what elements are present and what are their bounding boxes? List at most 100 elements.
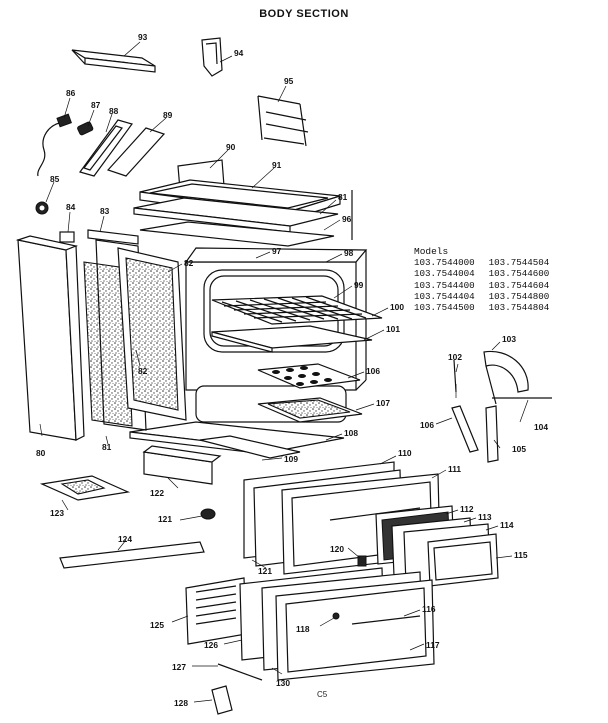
callout-87: 86 [66,88,76,98]
model-number: 103.7544000 [414,257,475,269]
part-99-oven-rack [211,295,383,325]
models-row: 103.7544500 103.7544804 [414,302,549,313]
part-87-power-cord [37,113,72,177]
callout-122: 121 [158,514,172,524]
callout-103: 103 [502,334,516,344]
part-82-inner-side [117,247,187,421]
callout-126: 125 [150,620,164,630]
model-number: 103.7544804 [488,302,550,314]
models-list: Models 103.7544000 103.7544504 103.754400… [414,246,549,313]
callout-104: 104 [534,422,548,432]
callout-95: 95 [284,76,294,86]
part-102-106-door-hinge [451,350,552,463]
part-80-side-panel [15,235,85,441]
model-number: 103.7544004 [414,268,475,280]
models-row: 103.7544004 103.7544600 [414,268,549,279]
callout-115: 114 [500,520,514,530]
callout-125: 124 [118,534,132,544]
callout-92: 91 [272,160,282,170]
callout-117: 116 [422,604,436,614]
part-84-85-brackets [59,229,139,245]
callout-98: 98 [344,248,354,258]
callout-114: 113 [478,512,492,522]
callout-94: 94 [234,48,244,58]
callout-123: 122 [150,488,164,498]
part-81-insulation [83,239,147,431]
callout-99: 99 [354,280,364,290]
callout-127: 126 [204,640,218,650]
callout-91: 90 [226,142,236,152]
callout-113: 112 [460,504,474,514]
callout-130: 130 [276,678,290,688]
callout-118: 117 [426,640,440,650]
part-89-90-panels [79,119,166,177]
models-header: Models [414,246,449,257]
part-110-bottom-strip [199,435,301,459]
callout-96: 96 [342,214,352,224]
callout-97: 97 [272,246,282,256]
callout-84: 83 [100,206,110,216]
callout-labels: 93 94 95 86 87 88 89 90 91 85 84 83 81 9… [36,32,548,708]
model-number: 103.7544604 [488,279,550,291]
callout-128: 127 [172,662,186,672]
callout-82-text: 82 [138,366,148,376]
callout-108: 107 [376,398,390,408]
callout-102: 102 [448,352,462,362]
model-number: 103.7544404 [414,290,475,302]
part-113-116-door-glass [375,505,499,587]
callout-105: 105 [512,444,526,454]
part-94-bracket [201,37,223,77]
part-101-bake-pan [211,325,373,353]
part-86-knob [35,201,49,215]
callout-121-text: 121 [258,566,272,576]
callout-129: 128 [174,698,188,708]
model-number: 103.7544400 [414,279,475,291]
part-122-foot [200,508,216,520]
part-107-broiler-grid [257,363,361,389]
part-126-drawer-frame [185,577,247,645]
models-row: 103.7544404 103.7544800 [414,291,549,302]
models-row: 103.7544000 103.7544504 [414,257,549,268]
part-81-96-top-frame [133,197,339,247]
callout-116: 115 [514,550,528,560]
part-93-top-trim [71,49,156,73]
model-number: 103.7544600 [488,268,550,280]
callout-85: 84 [66,202,76,212]
part-123-drawer-box [142,445,222,485]
models-row: 103.7544400 103.7544604 [414,280,549,291]
callout-120: 120 [330,544,344,554]
part-124-plate [39,475,131,501]
callout-89: 88 [109,106,119,116]
part-95-rack-guide [257,95,309,147]
diagram-title: BODY SECTION [259,8,349,20]
leader-lines [39,41,529,703]
part-108-broiler-pan [257,397,363,423]
callout-124: 123 [50,508,64,518]
part-128-handle [217,663,263,681]
callout-81-side: 81 [102,442,112,452]
callout-106-text: 106 [420,420,434,430]
callout-119: 118 [296,624,310,634]
callout-111: 110 [398,448,412,458]
callout-80: 80 [36,448,46,458]
callout-109: 108 [344,428,358,438]
callout-110: 109 [284,454,298,464]
callout-107: 106 [366,366,380,376]
part-117-118-lower-drawer [239,567,435,681]
model-number: 103.7544504 [488,257,550,269]
part-88-terminal [77,121,94,136]
callout-86: 85 [50,174,60,184]
callout-90: 89 [163,110,173,120]
callout-81-top: 81 [338,192,348,202]
model-number: 103.7544500 [414,302,475,314]
callout-88: 87 [91,100,101,110]
callout-93: 93 [138,32,148,42]
callout-83: 82 [184,258,194,268]
callout-101: 101 [386,324,400,334]
part-129-bracket [211,685,233,715]
diagram-code: C5 [317,690,328,699]
model-number: 103.7544800 [488,290,550,302]
callout-100: 100 [390,302,404,312]
callout-112: 111 [448,464,461,474]
